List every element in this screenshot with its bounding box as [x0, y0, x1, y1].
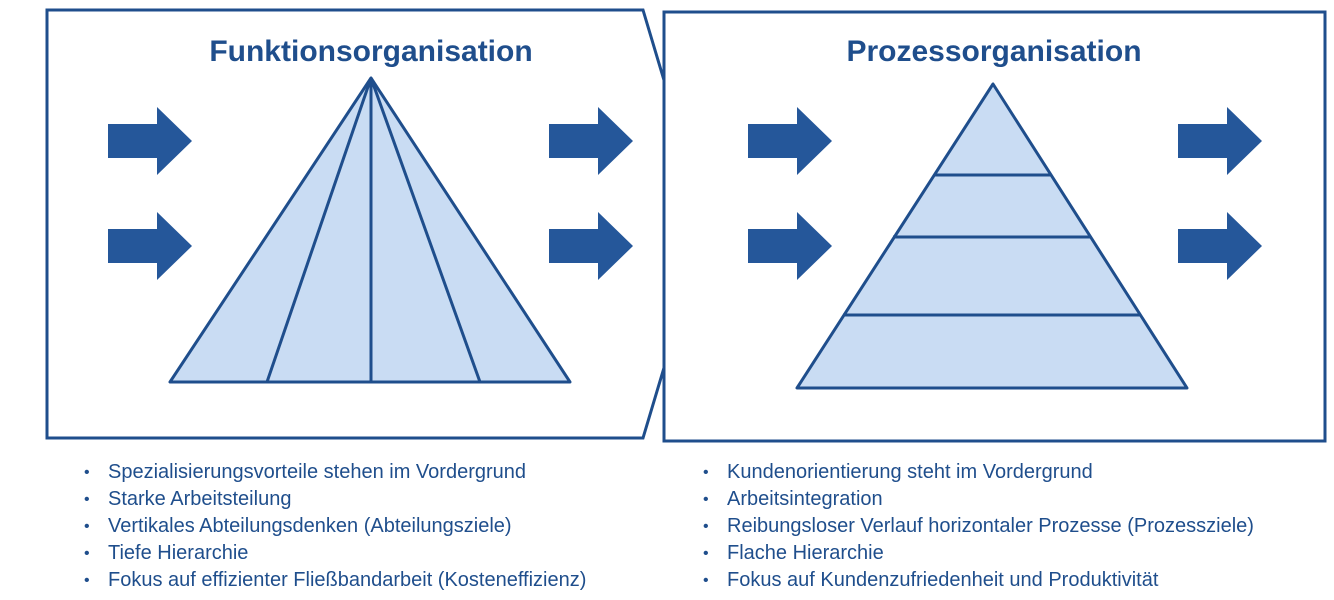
right-panel-title: Prozessorganisation — [846, 35, 1141, 68]
process-pyramid — [795, 82, 1189, 390]
right-input-arrow-icon — [748, 212, 832, 280]
left-output-arrow-icon — [549, 107, 633, 175]
functional-pyramid — [168, 76, 572, 384]
functional-characteristics-list: Spezialisierungsvorteile stehen im Vorde… — [80, 459, 586, 594]
list-item: Starke Arbeitsteilung — [80, 486, 586, 513]
list-item: Fokus auf Kundenzufriedenheit und Produk… — [699, 567, 1254, 594]
pyramid-division-line — [369, 77, 482, 383]
list-item: Arbeitsintegration — [699, 486, 1254, 513]
left-input-arrow-icon — [108, 107, 192, 175]
list-item: Spezialisierungsvorteile stehen im Vorde… — [80, 459, 586, 486]
pyramid-division-line — [265, 77, 373, 383]
left-output-arrow-icon — [549, 212, 633, 280]
list-item: Vertikales Abteilungsdenken (Abteilungsz… — [80, 513, 586, 540]
list-item: Tiefe Hierarchie — [80, 540, 586, 567]
right-output-arrow-icon — [1178, 107, 1262, 175]
list-item: Reibungsloser Verlauf horizontaler Proze… — [699, 513, 1254, 540]
list-item: Fokus auf effizienter Fließbandarbeit (K… — [80, 567, 586, 594]
list-item: Flache Hierarchie — [699, 540, 1254, 567]
process-characteristics-list: Kundenorientierung steht im Vordergrund … — [699, 459, 1254, 594]
list-item: Kundenorientierung steht im Vordergrund — [699, 459, 1254, 486]
right-input-arrow-icon — [748, 107, 832, 175]
right-output-arrow-icon — [1178, 212, 1262, 280]
left-panel-title: Funktionsorganisation — [209, 35, 532, 68]
left-input-arrow-icon — [108, 212, 192, 280]
